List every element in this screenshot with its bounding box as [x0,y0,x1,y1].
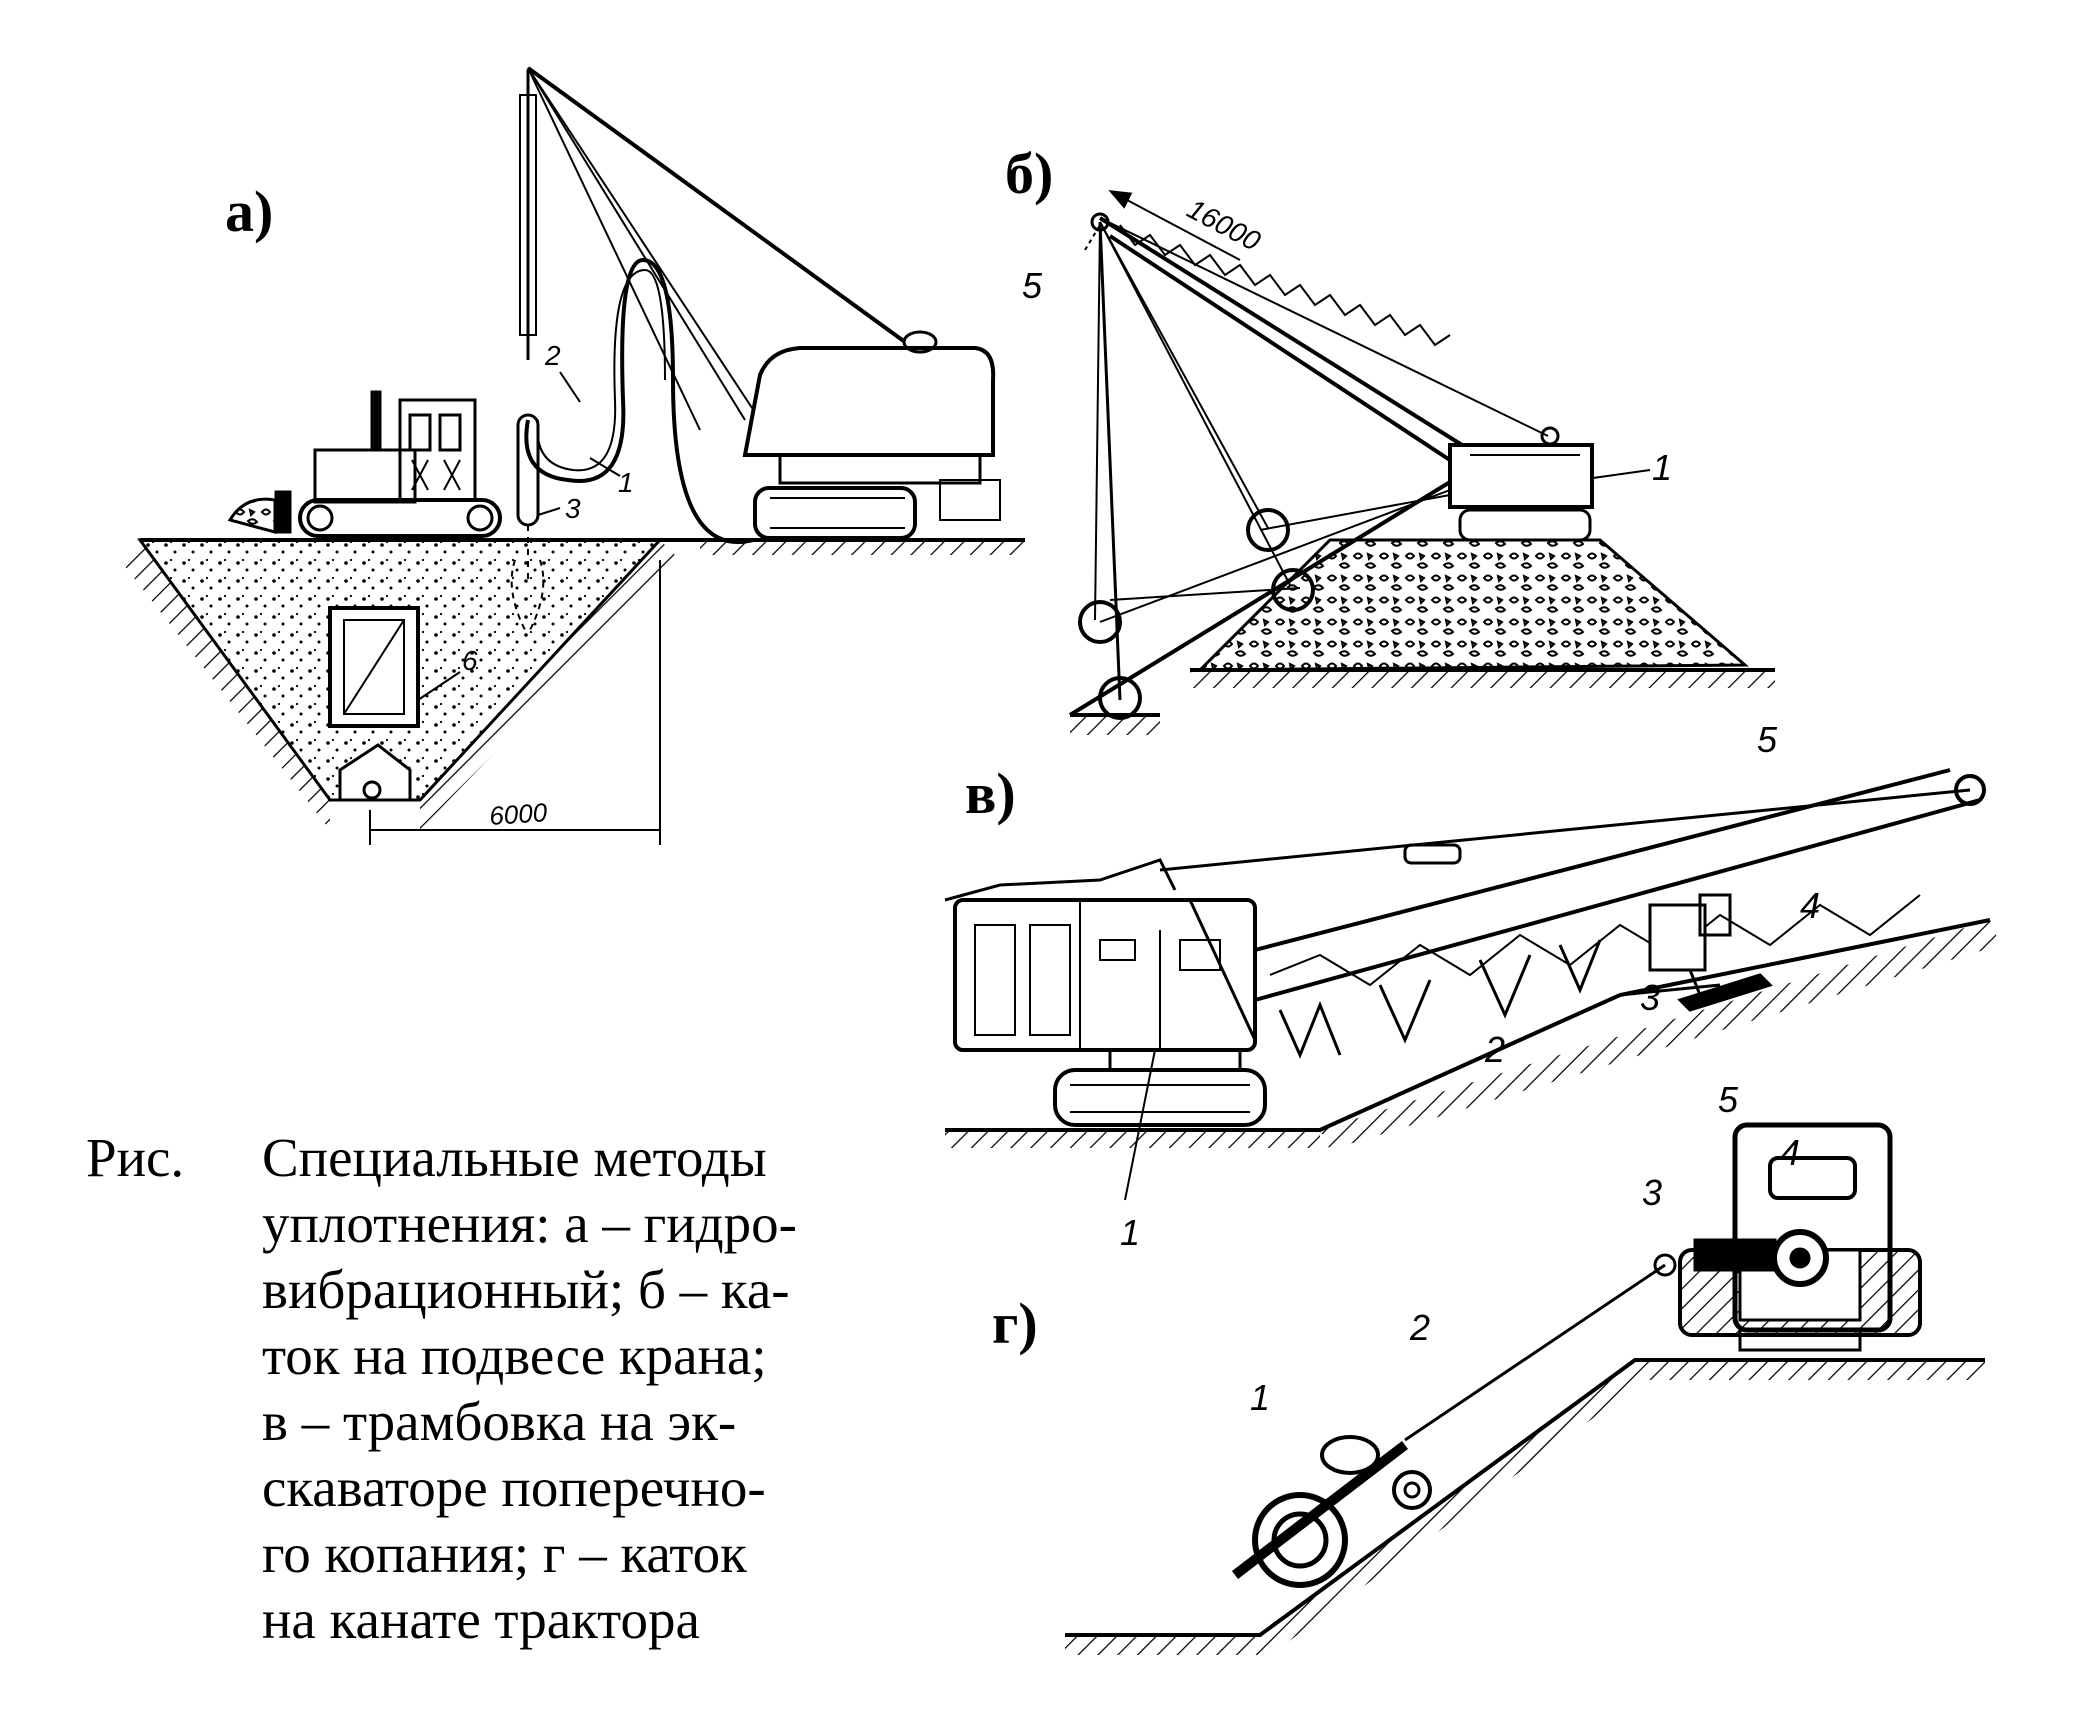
panel-a-label: а) [225,179,274,244]
panel-b-roller [1246,508,1290,552]
panel-b-label: б) [1005,141,1054,206]
panel-g [1065,1122,1985,1655]
panel-a-wall-hatch-left [120,540,330,830]
panel-v [944,768,2000,1201]
panel-g-cable [1404,1263,1666,1442]
panel-a-callout-1: 1 [618,467,634,498]
panel-b-callout-1: 1 [1652,447,1672,488]
panel-g-callout-5: 5 [1718,1079,1739,1120]
panel-g-callout-1: 1 [1250,1377,1270,1418]
caption-line: го копания; г – каток [262,1523,747,1584]
caption-line: скаваторе поперечно- [262,1457,766,1518]
panel-a-crane [742,330,1001,540]
panel-v-excavator [944,858,1267,1127]
panel-a-callout-6: 6 [462,645,478,676]
panel-g-callout-4: 4 [1780,1132,1800,1173]
panel-a-hose [524,257,754,544]
panel-g-label: г) [992,1291,1038,1356]
panel-b-slope [1068,480,1452,717]
panel-a-pipe-base [338,743,412,802]
panel-a-callout-2: 2 [544,340,561,371]
caption-line: вибрационный; б – ка- [262,1259,790,1320]
caption-line: Специальные методы [262,1127,767,1188]
panel-b-crane [1099,217,1594,542]
panel-b-roller [1098,676,1142,720]
caption-line: на канате трактора [262,1589,700,1650]
panel-g-callout-2: 2 [1409,1307,1430,1348]
panel-g-ground [1065,1358,1985,1637]
panel-v-callout-1: 1 [1120,1212,1140,1253]
panel-v-callout-5: 5 [1757,719,1778,760]
panel-v-cable [1159,788,1971,872]
panel-a-pipe-inner [343,619,405,715]
panel-a [120,66,1025,845]
caption-line: ток на подвесе крана; [262,1325,767,1386]
panel-v-teeth [1278,939,1602,1059]
caption-line: в – трамбовка на эк- [262,1391,737,1452]
panel-b-callout-5: 5 [1022,265,1043,306]
panel-v-callout-4: 4 [1800,885,1820,926]
panel-g-tractor [1678,1122,1922,1352]
panel-a-wall-hatch-right [420,540,680,830]
panel-b [1068,190,1775,735]
panel-v-tamper [1648,903,1707,972]
panel-a-tractor [227,390,502,538]
panel-b-boom [1098,216,1480,457]
panel-b-roller [1271,568,1315,612]
caption-label: Рис. [86,1127,185,1188]
panel-v-label: в) [965,761,1016,826]
panel-b-dimension-line [1111,191,1241,261]
panel-a-dimension: 6000 [488,797,548,831]
panel-a-ground-hatch [700,540,1025,555]
panel-g-callout-3: 3 [1642,1172,1662,1213]
panel-b-cable-main [1098,221,1122,701]
panel-v-callout-2: 2 [1484,1029,1505,1070]
caption-line: уплотнения: а – гидро- [262,1193,797,1254]
panel-v-callout-3: 3 [1640,977,1660,1018]
panel-a-crane-cable [526,66,907,344]
caption-text: Специальные методы уплотнения: а – гидро… [262,1125,882,1653]
panel-a-callout-3: 3 [565,493,581,524]
panel-b-roller [1078,600,1122,644]
panel-v-boom [1254,768,1951,952]
panel-b-dimension: 16000 [1182,193,1266,257]
panel-g-roller [1231,1435,1432,1588]
